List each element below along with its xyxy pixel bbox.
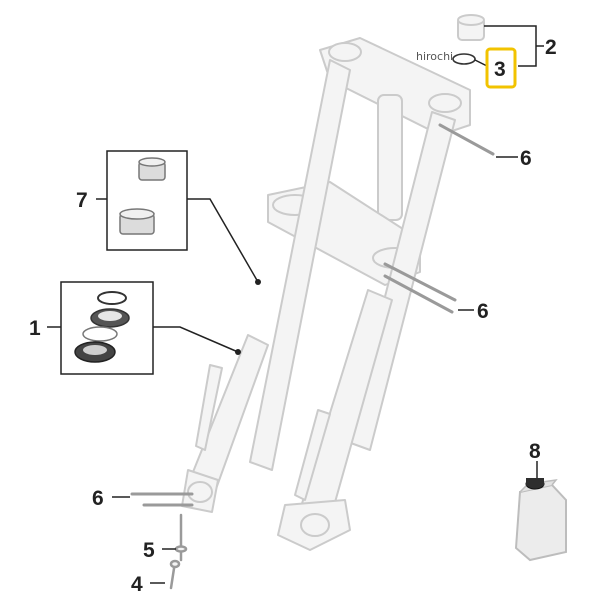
callout-7: 7: [76, 189, 88, 212]
bushing-lower: [119, 208, 155, 235]
spacer-washer: [82, 326, 118, 342]
leader-7-dot: [255, 279, 261, 285]
left-axle-bore: [187, 481, 213, 503]
dust-wiper-ring: [97, 291, 127, 305]
callout-3: 3: [494, 58, 506, 81]
callout-6-bottom: 6: [92, 487, 104, 510]
leader-1-part: [153, 326, 239, 353]
callout-5: 5: [143, 539, 155, 562]
upper-clamp-left-bore: [328, 42, 362, 62]
bushing-upper: [138, 157, 166, 181]
fork-oil-bottle: [514, 478, 567, 562]
leader-lines: [47, 25, 544, 584]
dust-seal-inner: [98, 311, 122, 321]
lower-clamp-bolt-b: [383, 274, 454, 314]
callout-2: 2: [545, 36, 557, 59]
right-axle-bore: [300, 513, 330, 537]
callout-4: 4: [131, 573, 143, 596]
fork-o-ring: [452, 53, 476, 65]
bottle-body: [514, 483, 567, 562]
axle-pinch-bolt-stack: [169, 513, 188, 590]
clamp-bolts: [130, 123, 495, 507]
callout-6-top: 6: [520, 147, 532, 170]
leader-1-dot: [235, 349, 241, 355]
upper-clamp-bolt: [438, 123, 495, 156]
callout-1: 1: [29, 317, 41, 340]
leader-3-o-ring: [474, 59, 488, 67]
leader-7-part: [187, 198, 259, 283]
lower-clamp-bolt-a: [383, 262, 457, 302]
watermark-text: hirochi: [416, 50, 453, 63]
leader-2-upper: [484, 25, 537, 67]
callout-6-mid: 6: [477, 300, 489, 323]
left-fork-tube: [249, 59, 351, 471]
callout-3-highlight: [485, 47, 517, 89]
bottle-cap-side: [526, 478, 544, 486]
washer-5: [174, 545, 188, 553]
right-brake-mount: [294, 409, 331, 501]
callout-8: 8: [529, 440, 541, 463]
parts-box-7: [106, 150, 188, 251]
front-fork-assembly: [181, 14, 485, 551]
upper-clamp-right-bore: [428, 93, 462, 113]
fork-top-cap-lid: [457, 14, 485, 26]
steering-stem: [377, 94, 403, 221]
screw-4-head: [169, 559, 181, 569]
left-brake-mount: [195, 364, 223, 451]
parts-box-1: [60, 281, 154, 375]
oil-seal-inner: [83, 345, 107, 355]
